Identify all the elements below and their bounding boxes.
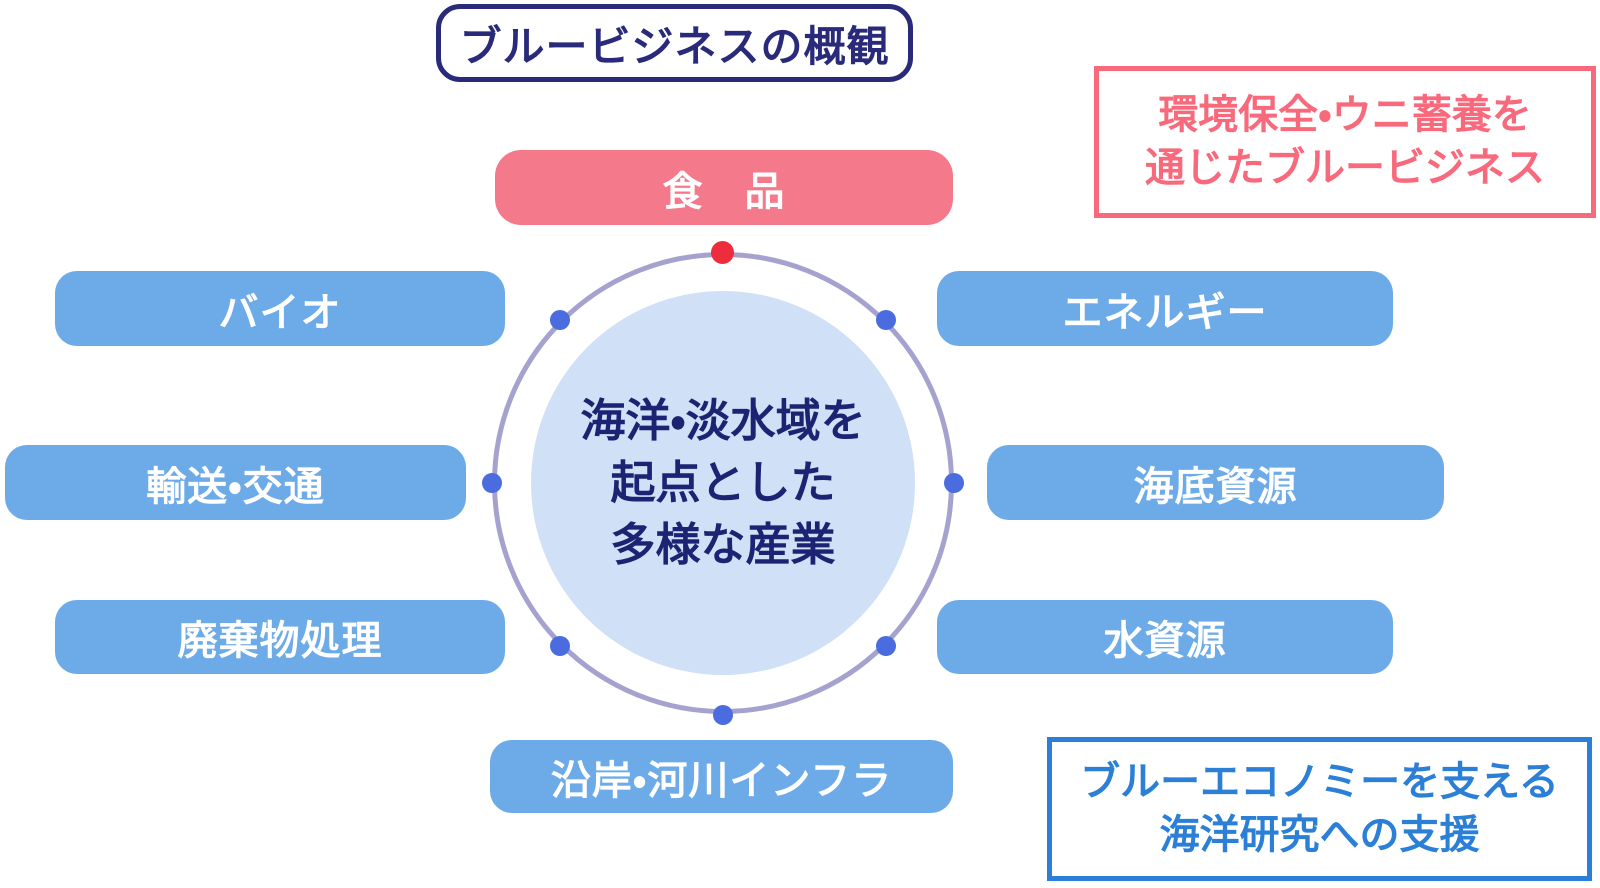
node-dot-seabed: [944, 473, 964, 493]
industry-pill-water: 水資源: [937, 600, 1393, 674]
industry-pill-food: 食 品: [495, 150, 953, 225]
node-dot-transport: [482, 473, 502, 493]
center-circle-line1: 海洋・淡水域を: [580, 395, 866, 446]
callout-blue-economy-line2: 海洋研究への支援: [1159, 813, 1480, 857]
node-dot-coastal: [713, 705, 733, 725]
node-dot-water: [876, 636, 896, 656]
callout-environment-line1: 環境保全・ウニ蓄養を: [1158, 93, 1532, 138]
callout-blue-economy-line1: ブルーエコノミーを支える: [1080, 760, 1559, 805]
industry-label-food: 食 品: [662, 169, 786, 214]
industry-label-water: 水資源: [1103, 619, 1227, 663]
node-dot-food-red: [711, 241, 734, 264]
callout-environment-line2: 通じたブルービジネス: [1145, 146, 1545, 190]
industry-label-transport: 輸送・交通: [146, 464, 325, 509]
callout-environment-uni: 環境保全・ウニ蓄養を 通じたブルービジネス: [1094, 66, 1596, 218]
industry-label-seabed: 海底資源: [1133, 464, 1298, 509]
industry-pill-transport: 輸送・交通: [5, 445, 466, 520]
page-title: ブルービジネスの概観: [459, 22, 890, 70]
callout-blue-economy: ブルーエコノミーを支える 海洋研究への支援: [1047, 737, 1592, 881]
industry-label-coastal: 沿岸・河川インフラ: [550, 758, 893, 803]
node-dot-waste: [550, 636, 570, 656]
industry-label-bio: バイオ: [218, 290, 342, 335]
industry-pill-coastal: 沿岸・河川インフラ: [490, 740, 953, 813]
center-circle-line2: 起点とした: [610, 457, 836, 508]
center-circle: 海洋・淡水域を 起点とした 多様な産業: [531, 291, 915, 675]
center-circle-line3: 多様な産業: [610, 519, 836, 570]
industry-pill-waste: 廃棄物処理: [55, 600, 505, 674]
node-dot-energy: [876, 310, 896, 330]
industry-label-energy: エネルギー: [1062, 290, 1268, 335]
industry-pill-energy: エネルギー: [937, 271, 1393, 346]
node-dot-bio: [550, 310, 570, 330]
title-box: ブルービジネスの概観: [436, 4, 913, 82]
industry-pill-bio: バイオ: [55, 271, 505, 346]
industry-label-waste: 廃棄物処理: [177, 619, 383, 663]
industry-pill-seabed: 海底資源: [987, 445, 1444, 520]
